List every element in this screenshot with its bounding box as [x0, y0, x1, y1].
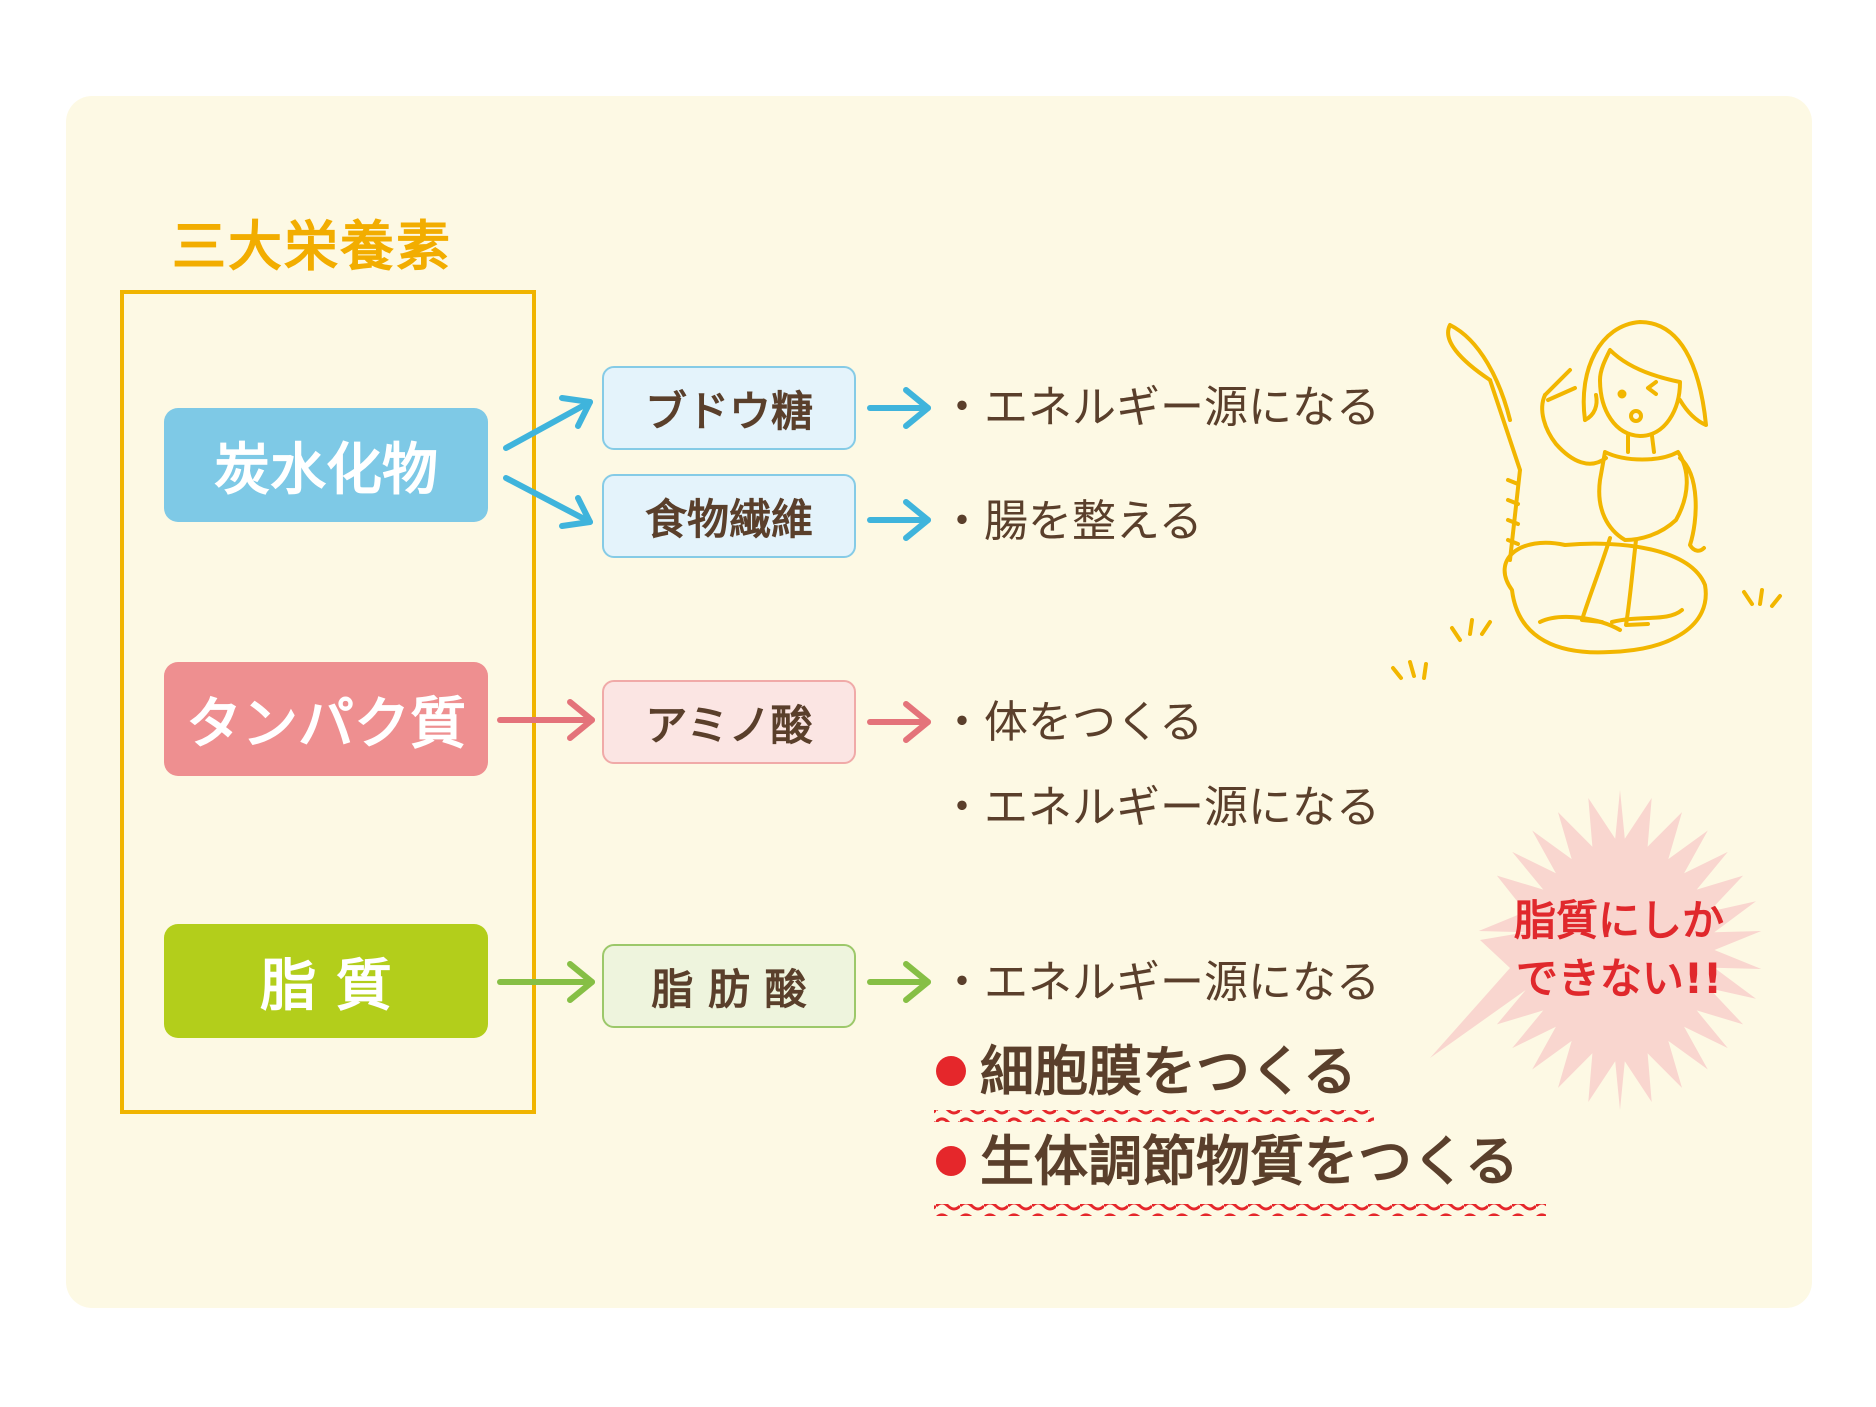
function-amino-energy: ・エネルギー源になる	[940, 782, 1380, 833]
category-fat: 脂 質	[164, 924, 488, 1038]
callout-line-1: 脂質にしか	[1513, 896, 1724, 945]
function-glucose-energy: ・エネルギー源になる	[940, 382, 1380, 433]
fat-only-label: 細胞膜をつくる	[980, 1040, 1357, 1103]
nutrient-dietary-fiber: 食物繊維	[602, 474, 856, 558]
callout-text: 脂質にしか できない!!	[1474, 892, 1764, 1008]
arrow-protein-to-amino	[497, 699, 595, 741]
arrow-fiber-to-function	[867, 499, 931, 541]
function-amino-body: ・体をつくる	[940, 697, 1204, 748]
function-fat-energy: ・エネルギー源になる	[940, 957, 1380, 1008]
red-dot-icon	[936, 1056, 966, 1087]
nutrient-fatty-acid: 脂 肪 酸	[602, 944, 856, 1028]
callout-line-2: できない!!	[1515, 954, 1723, 1003]
nutrient-group-frame	[120, 290, 536, 1114]
callout-burst	[1430, 790, 1762, 1110]
fat-only-cell-membrane: 細胞膜をつくる	[936, 1040, 1357, 1104]
arrow-fat-to-fatty-acid	[497, 961, 595, 1003]
arrow-carb-to-fiber	[503, 475, 593, 529]
category-protein: タンパク質	[164, 662, 488, 776]
arrow-glucose-to-function	[867, 387, 931, 429]
function-fiber-intestine: ・腸を整える	[940, 496, 1203, 547]
arrow-carb-to-glucose	[503, 395, 593, 451]
wavy-underline	[934, 1204, 1546, 1216]
nutrient-amino-acid: アミノ酸	[602, 680, 856, 764]
wavy-underline	[934, 1110, 1374, 1122]
arrow-fatty-acid-to-function	[867, 961, 931, 1003]
fat-only-bioregulators: 生体調節物質をつくる	[936, 1130, 1519, 1194]
woman-on-balance-ball-illustration	[1391, 320, 1782, 680]
diagram-title: 三大栄養素	[172, 215, 452, 278]
red-dot-icon	[936, 1146, 966, 1177]
arrow-amino-to-function	[867, 701, 931, 743]
category-carbohydrate: 炭水化物	[164, 408, 488, 522]
nutrient-glucose: ブドウ糖	[602, 366, 856, 450]
fat-only-label: 生体調節物質をつくる	[980, 1130, 1519, 1193]
